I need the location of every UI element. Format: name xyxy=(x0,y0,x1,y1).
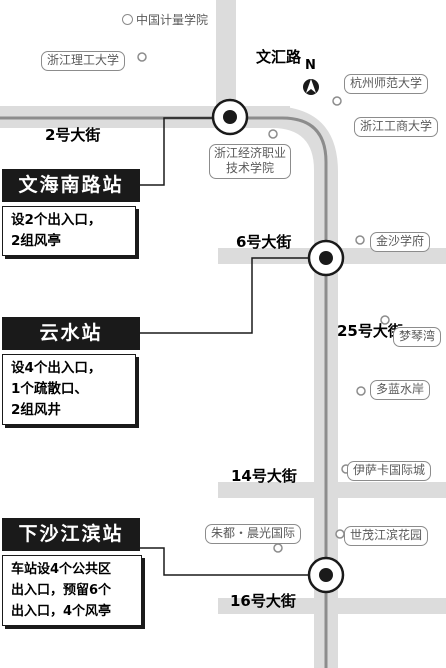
north-arrow-icon xyxy=(303,79,319,95)
poi-shimao-jiangbin: 世茂江滨花园 xyxy=(344,526,429,546)
road-label-25-street: 25号大街 xyxy=(337,322,403,340)
station-marker-wenhai[interactable] xyxy=(211,98,249,136)
station-desc-yunshui: 设4个出入口， 1个疏散口、 2组风井 xyxy=(2,354,136,425)
north-label: N xyxy=(305,58,316,73)
road-label-14-street: 14号大街 xyxy=(231,467,297,485)
station-title-xiasha: 下沙江滨站 xyxy=(2,518,140,551)
callout-line-yunshui xyxy=(140,257,316,334)
poi-hangzhou-normal-univ: 杭州师范大学 xyxy=(344,74,429,94)
poi-duolan-shuian: 多蓝水岸 xyxy=(370,380,431,400)
poi-anchor-dots xyxy=(137,52,390,553)
poi-mengqin-wan: 梦琴湾 xyxy=(393,327,442,347)
station-marker-yunshui[interactable] xyxy=(307,239,345,277)
road-label-2-street: 2号大街 xyxy=(45,126,101,144)
poi-china-jiliang-univ: 中国计量学院 xyxy=(122,13,208,28)
poi-zhejiang-sci-tech-univ: 浙江理工大学 xyxy=(41,51,126,71)
poi-yisaka-guojicheng: 伊萨卡国际城 xyxy=(347,461,432,481)
poi-dot-icon xyxy=(122,14,133,25)
road-label-16-street: 16号大街 xyxy=(230,592,296,610)
station-title-wenhai: 文海南路站 xyxy=(2,169,140,202)
callout-line-wenhai xyxy=(140,117,222,186)
metro-line xyxy=(0,116,328,668)
station-desc-xiasha: 车站设4个公共区 出入口，预留6个 出入口，4个风亭 xyxy=(2,555,142,626)
poi-zhejiang-economic-college: 浙江经济职业 技术学院 xyxy=(209,144,292,179)
poi-zhejiang-gongshang-univ: 浙江工商大学 xyxy=(354,117,439,137)
road-wenhui xyxy=(216,0,236,110)
callout-line-xiasha xyxy=(140,547,316,576)
road-label-6-street: 6号大街 xyxy=(236,233,292,251)
road-14-street xyxy=(218,482,446,498)
station-desc-wenhai: 设2个出入口， 2组风亭 xyxy=(2,206,136,256)
road-label-wenhui: 文汇路 xyxy=(256,48,302,66)
station-marker-xiasha[interactable] xyxy=(307,556,345,594)
road-16-street xyxy=(218,598,446,614)
poi-jinsha-xuefu: 金沙学府 xyxy=(370,232,431,252)
poi-zhudu-chenguang: 朱都・晨光国际 xyxy=(205,524,302,544)
station-title-yunshui: 云水站 xyxy=(2,317,140,350)
